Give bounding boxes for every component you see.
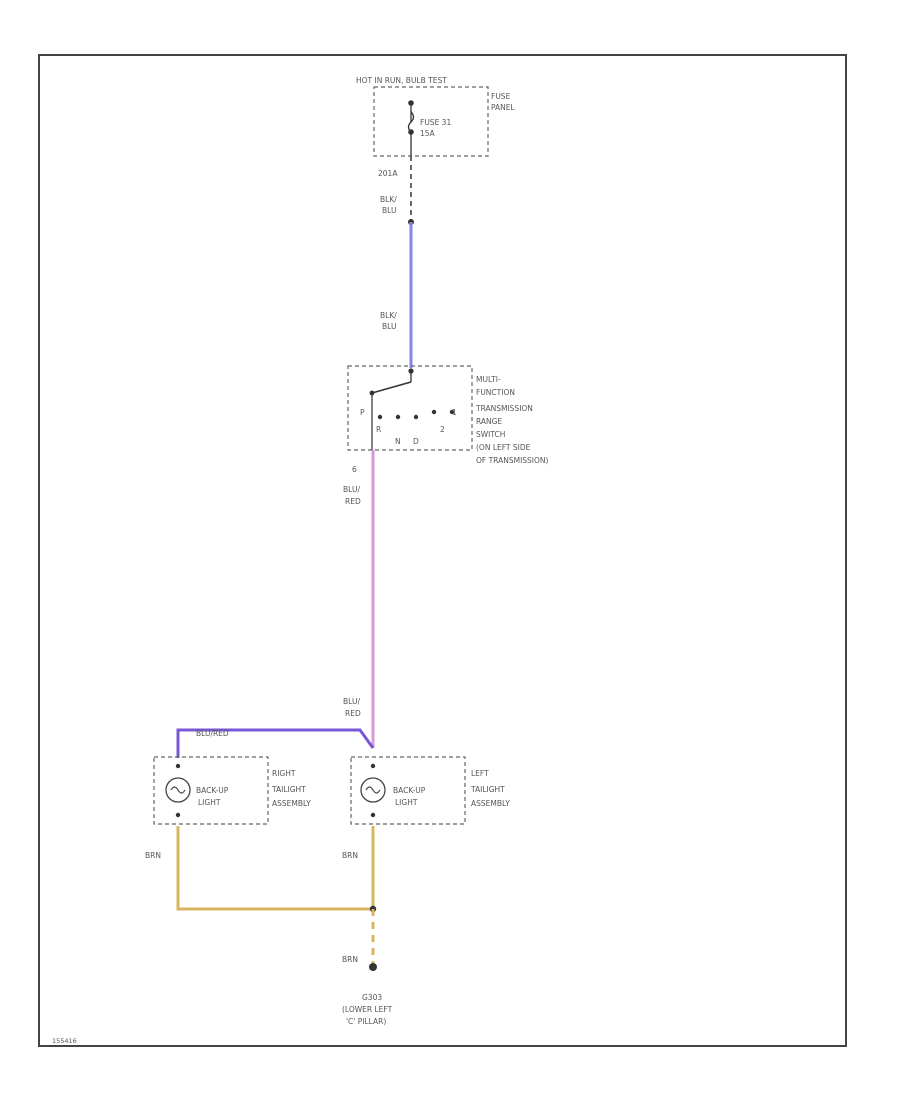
wire-label-blu-red-branch: BLU/RED xyxy=(196,729,229,738)
wire-label-blu-red-bot-2: RED xyxy=(345,709,361,718)
left-label-line: ASSEMBLY xyxy=(471,799,510,808)
right-label-line: RIGHT xyxy=(272,769,296,778)
diagram-frame xyxy=(38,54,847,1047)
wire-label-blk-blu-top-1: BLK/ xyxy=(380,195,397,204)
right-bulb-icon xyxy=(165,763,191,818)
left-bulb-label-2: LIGHT xyxy=(395,798,418,807)
right-label-line: ASSEMBLY xyxy=(272,799,311,808)
switch-label-line: OF TRANSMISSION) xyxy=(476,456,549,465)
left-bulb-icon xyxy=(360,763,386,818)
fuse-label-line2: 15A xyxy=(420,129,436,138)
wire-brn-right xyxy=(176,826,373,911)
ground-label-1: G303 xyxy=(362,993,382,1002)
switch-output-pin: 6 xyxy=(352,465,357,474)
wire-label-blu-red-top-2: RED xyxy=(345,497,361,506)
switch-label-line: TRANSMISSION xyxy=(475,404,533,413)
left-label-line: TAILIGHT xyxy=(470,785,505,794)
right-tailight-label: RIGHT TAILIGHT ASSEMBLY xyxy=(271,769,311,808)
wire-label-blk-blu-mid-1: BLK/ xyxy=(380,311,397,320)
wire-label-blu-red-top-1: BLU/ xyxy=(343,485,360,494)
switch-label-line: MULTI- xyxy=(476,375,501,384)
fuse-31-symbol xyxy=(407,100,415,156)
right-bulb-label-2: LIGHT xyxy=(198,798,221,807)
figure-id: 155416 xyxy=(52,1037,77,1045)
wire-label-brn-left: BRN xyxy=(342,851,358,860)
left-bulb-label-1: BACK-UP xyxy=(393,786,426,795)
wire-label-brn-ground: BRN xyxy=(342,955,358,964)
wire-blu-red-branch xyxy=(176,728,375,758)
left-tailight-label: LEFT TAILIGHT ASSEMBLY xyxy=(470,769,510,808)
wire-label-201a: 201A xyxy=(378,169,398,178)
range-switch-label: MULTI- FUNCTION TRANSMISSION RANGE SWITC… xyxy=(475,375,549,465)
fuse-panel-label-line2: PANEL xyxy=(491,103,516,112)
switch-label-line: (ON LEFT SIDE xyxy=(476,443,531,452)
ground-label-2: (LOWER LEFT xyxy=(342,1005,393,1014)
switch-label-line: RANGE xyxy=(476,417,502,426)
right-tailight-box xyxy=(153,756,269,825)
switch-label-line: SWITCH xyxy=(476,430,505,439)
right-bulb-label-1: BACK-UP xyxy=(196,786,229,795)
switch-pos-2: 2 xyxy=(440,425,445,434)
range-switch-symbol xyxy=(369,368,455,450)
switch-pos-d: D xyxy=(413,437,419,446)
switch-pos-p: P xyxy=(360,408,365,417)
wire-label-blk-blu-mid-2: BLU xyxy=(382,322,396,331)
ground-label-3: 'C' PILLAR) xyxy=(346,1017,386,1026)
right-label-line: TAILIGHT xyxy=(271,785,306,794)
switch-pos-1: 1 xyxy=(452,408,457,417)
switch-pos-n: N xyxy=(395,437,401,446)
fuse-label-line1: FUSE 31 xyxy=(420,118,451,127)
range-switch-box xyxy=(347,365,473,451)
wire-label-blu-red-bot-1: BLU/ xyxy=(343,697,360,706)
wire-label-blk-blu-top-2: BLU xyxy=(382,206,396,215)
fuse-panel-box xyxy=(373,86,489,157)
ground-point xyxy=(369,963,377,971)
wire-label-brn-right: BRN xyxy=(145,851,161,860)
fuse-panel-label-line1: FUSE xyxy=(491,92,511,101)
switch-pos-r: R xyxy=(376,425,381,434)
left-label-line: LEFT xyxy=(471,769,489,778)
left-tailight-box xyxy=(350,756,466,825)
fuse-panel-header: HOT IN RUN, BULB TEST xyxy=(356,76,447,85)
switch-label-line: FUNCTION xyxy=(476,388,515,397)
